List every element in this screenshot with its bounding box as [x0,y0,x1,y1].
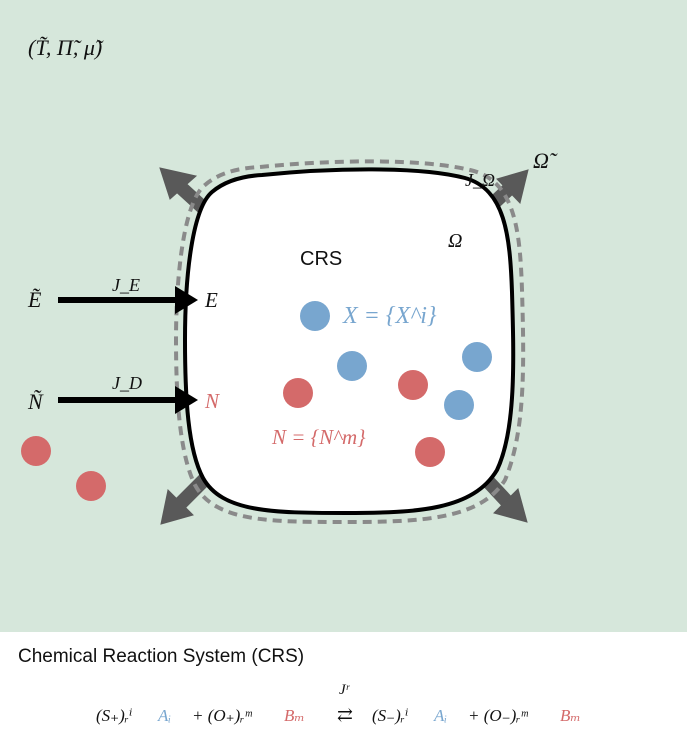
system-label: CRS [300,248,342,270]
species-x-label: X = {X^i} [342,303,437,329]
species-n-label: N = {N^m} [271,425,366,449]
eq-plus-2: + (O₋)ᵣᵐ [468,706,528,725]
blue-particle [462,342,492,372]
outer-boundary-dashed [173,159,526,525]
reaction-equation: (S₊)ᵣⁱ Aᵢ + (O₊)ᵣᵐ Bₘ Jʳ ⇄ (S₋)ᵣⁱ Aᵢ + (… [96,682,687,732]
red-particle [283,378,313,408]
blue-particle [337,351,367,381]
environment-label: (T̃, Π̃, μ̃) [28,35,104,60]
red-particle [21,436,51,466]
matter-reservoir-label: Ñ [27,389,44,414]
omega-flux-label: J_Ω [465,170,495,190]
energy-flux-arrow-head [175,286,198,314]
boundary-label: Ω [448,230,462,252]
red-particles [21,370,445,501]
eq-right-a: Aᵢ [434,706,448,725]
matter-flux-arrow-head [175,386,198,414]
eq-left-b: Bₘ [284,706,305,725]
eq-right-b: Bₘ [560,706,581,725]
eq-arrow-label: Jʳ [339,682,349,698]
eq-left-s: (S₊)ᵣⁱ [96,706,133,725]
red-particle [398,370,428,400]
blue-particle [300,301,330,331]
red-particle [76,471,106,501]
diagram-caption: Chemical Reaction System (CRS) [18,646,305,667]
system-boundary [182,167,516,516]
arrow-top-right-head [496,169,529,205]
arrow-bottom-left-head [160,488,194,525]
energy-reservoir-label: Ẽ [27,287,42,312]
eq-left-a: Aᵢ [158,706,172,725]
matter-flux-label: J_D [112,373,142,393]
eq-arrow: ⇄ [337,705,353,726]
arrow-top-left-head [159,167,198,200]
red-particle [415,437,445,467]
blue-particles [300,301,492,420]
internal-matter-label: N [204,389,220,413]
internal-energy-label: E [204,288,218,312]
energy-flux-label: J_E [112,275,140,295]
eq-plus-1: + (O₊)ᵣᵐ [192,706,252,725]
arrow-bottom-right-head [493,488,528,523]
eq-right-s: (S₋)ᵣⁱ [372,706,409,725]
blue-particle [444,390,474,420]
